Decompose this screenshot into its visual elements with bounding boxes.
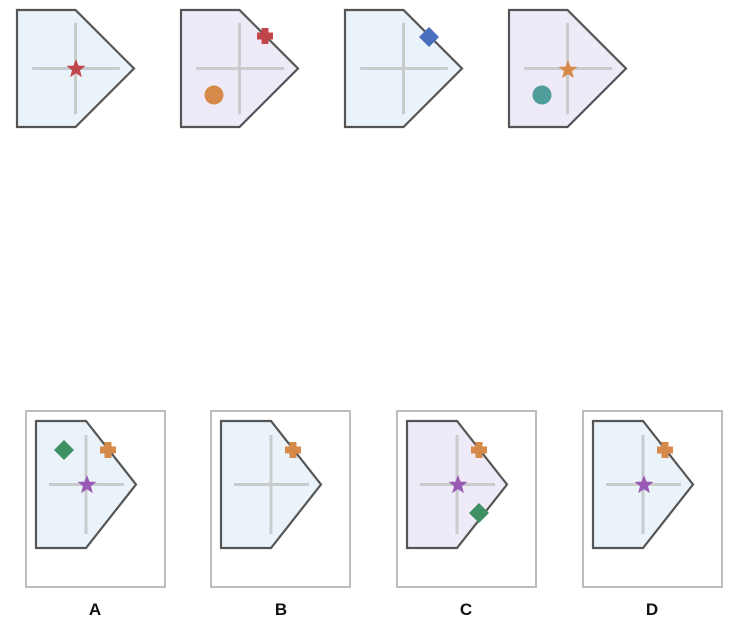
option-label-c: C	[459, 600, 473, 619]
purple-star-icon	[77, 475, 97, 494]
option-panel-a	[34, 419, 138, 550]
red-cross-icon	[257, 28, 273, 44]
option-label-b: B	[274, 600, 288, 619]
orange-cross-icon	[285, 442, 301, 458]
purple-star-icon	[634, 475, 654, 494]
green-diamond-icon	[54, 440, 74, 460]
orange-cross-icon	[100, 442, 116, 458]
orange-cross-icon	[657, 442, 673, 458]
option-label-a: A	[88, 600, 102, 619]
option-label-d: D	[645, 600, 659, 619]
teal-circle-icon	[532, 85, 552, 105]
sequence-panel-4	[507, 8, 628, 129]
red-star-icon	[66, 59, 86, 78]
green-diamond-icon	[469, 503, 489, 523]
option-panel-c	[405, 419, 509, 550]
orange-circle-icon	[204, 85, 224, 105]
orange-cross-icon	[471, 442, 487, 458]
sequence-panel-2	[179, 8, 300, 129]
option-panel-d	[591, 419, 695, 550]
sequence-panel-3	[343, 8, 464, 129]
blue-diamond-icon	[419, 27, 439, 47]
purple-star-icon	[448, 475, 468, 494]
option-panel-b	[219, 419, 323, 550]
orange-star-icon	[558, 60, 578, 79]
sequence-panel-1	[15, 8, 136, 129]
